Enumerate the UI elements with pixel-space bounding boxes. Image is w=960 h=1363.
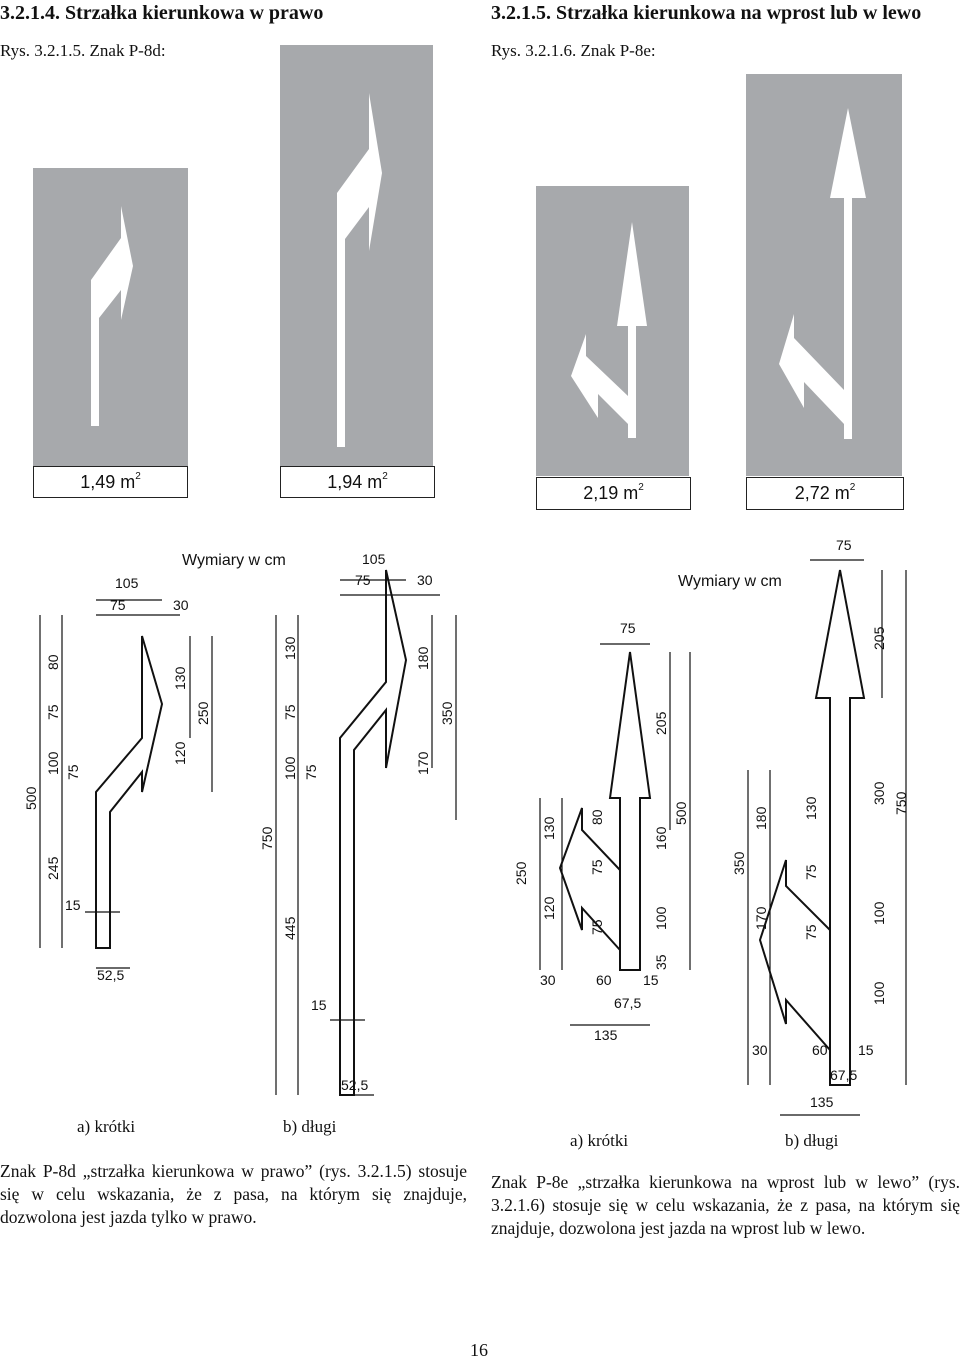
- svg-text:67,5: 67,5: [614, 995, 641, 1011]
- svg-text:75: 75: [620, 620, 636, 636]
- svg-text:120: 120: [541, 896, 557, 920]
- svg-text:75: 75: [803, 924, 819, 940]
- svg-text:75: 75: [110, 597, 126, 613]
- arrow-outline-left-long: [758, 859, 831, 1053]
- svg-text:130: 130: [541, 816, 557, 840]
- arrow-straight-left-long-icon: [779, 108, 866, 439]
- arrow-outline-long: [339, 569, 408, 1096]
- svg-text:135: 135: [810, 1094, 834, 1110]
- description-paragraph-right: Znak P-8e „strzałka kierunkowa na wprost…: [491, 1172, 960, 1238]
- section-heading-right: 3.2.1.5. Strzałka kierunkowa na wprost l…: [491, 2, 922, 24]
- svg-text:135: 135: [594, 1027, 618, 1043]
- units-note-left: Wymiary w cm: [182, 552, 286, 569]
- svg-text:75: 75: [803, 864, 819, 880]
- svg-text:180: 180: [753, 806, 769, 830]
- svg-text:52,5: 52,5: [341, 1077, 368, 1093]
- svg-text:75: 75: [303, 764, 319, 780]
- svg-text:750: 750: [259, 826, 275, 850]
- svg-text:105: 105: [362, 551, 386, 567]
- sublabel-right-b: b) długi: [785, 1131, 839, 1150]
- figure-caption-right: Rys. 3.2.1.6. Znak P-8e:: [491, 41, 656, 60]
- arrow-straight-left-short-icon: [571, 222, 647, 438]
- svg-text:300: 300: [871, 781, 887, 805]
- svg-text:75: 75: [45, 704, 61, 720]
- arrow-outline-left-short: [558, 807, 621, 953]
- svg-text:80: 80: [45, 654, 61, 670]
- svg-text:75: 75: [65, 764, 81, 780]
- diagram-p8d-dimensions: Wymiary w cm 105 75 30 80 75 100 75 500 …: [23, 551, 457, 1096]
- svg-text:75: 75: [589, 859, 605, 875]
- svg-text:30: 30: [752, 1042, 768, 1058]
- diagram-p8e-dimensions: Wymiary w cm 75 205 500 160 100 35 250 1…: [513, 537, 909, 1116]
- svg-text:60: 60: [596, 972, 612, 988]
- panel-p8e-long: [746, 74, 902, 476]
- svg-text:445: 445: [282, 916, 298, 940]
- svg-text:245: 245: [45, 856, 61, 880]
- panel-p8e-short: [536, 186, 689, 476]
- figure-caption-left: Rys. 3.2.1.5. Znak P-8d:: [0, 41, 166, 60]
- svg-text:250: 250: [195, 701, 211, 725]
- svg-text:100: 100: [871, 981, 887, 1005]
- svg-text:130: 130: [803, 796, 819, 820]
- svg-text:350: 350: [731, 851, 747, 875]
- svg-text:15: 15: [858, 1042, 874, 1058]
- svg-text:52,5: 52,5: [97, 967, 124, 983]
- svg-text:205: 205: [871, 626, 887, 650]
- svg-text:75: 75: [355, 572, 371, 588]
- svg-text:60: 60: [812, 1042, 828, 1058]
- arrow-outline-short: [95, 635, 164, 949]
- description-paragraph-left: Znak P-8d „strzałka kierunkowa w prawo” …: [0, 1161, 467, 1227]
- svg-text:100: 100: [282, 756, 298, 780]
- panel-p8d-short: [33, 168, 188, 466]
- svg-text:105: 105: [115, 575, 139, 591]
- svg-text:100: 100: [45, 751, 61, 775]
- svg-text:35: 35: [653, 954, 669, 970]
- svg-text:120: 120: [172, 741, 188, 765]
- svg-text:750: 750: [893, 791, 909, 815]
- panel-p8d-long: [280, 45, 433, 466]
- arrow-right-long-icon: [337, 93, 382, 447]
- svg-text:30: 30: [417, 572, 433, 588]
- svg-text:15: 15: [311, 997, 327, 1013]
- svg-text:30: 30: [173, 597, 189, 613]
- svg-text:130: 130: [282, 636, 298, 660]
- svg-text:30: 30: [540, 972, 556, 988]
- svg-text:500: 500: [23, 786, 39, 810]
- svg-text:15: 15: [643, 972, 659, 988]
- sublabel-right-a: a) krótki: [570, 1131, 629, 1150]
- section-heading-left: 3.2.1.4. Strzałka kierunkowa w prawo: [0, 2, 324, 24]
- svg-text:100: 100: [871, 901, 887, 925]
- svg-text:350: 350: [439, 701, 455, 725]
- svg-text:100: 100: [653, 906, 669, 930]
- arrow-right-short-icon: [91, 206, 133, 426]
- page-number: 16: [470, 1340, 488, 1360]
- svg-text:180: 180: [415, 646, 431, 670]
- svg-text:80: 80: [589, 809, 605, 825]
- svg-text:500: 500: [673, 801, 689, 825]
- arrow-outline-straight-short: [608, 651, 652, 971]
- units-note-right: Wymiary w cm: [678, 573, 782, 590]
- svg-text:250: 250: [513, 861, 529, 885]
- svg-text:160: 160: [653, 826, 669, 850]
- svg-text:205: 205: [653, 711, 669, 735]
- svg-text:67,5: 67,5: [830, 1067, 857, 1083]
- svg-text:75: 75: [589, 919, 605, 935]
- svg-text:75: 75: [282, 704, 298, 720]
- arrow-outline-straight-long: [814, 569, 866, 1086]
- svg-text:170: 170: [415, 751, 431, 775]
- sublabel-left-b: b) długi: [283, 1117, 337, 1136]
- svg-text:130: 130: [172, 666, 188, 690]
- svg-text:170: 170: [753, 906, 769, 930]
- svg-text:75: 75: [836, 537, 852, 553]
- svg-text:15: 15: [65, 897, 81, 913]
- sublabel-left-a: a) krótki: [77, 1117, 136, 1136]
